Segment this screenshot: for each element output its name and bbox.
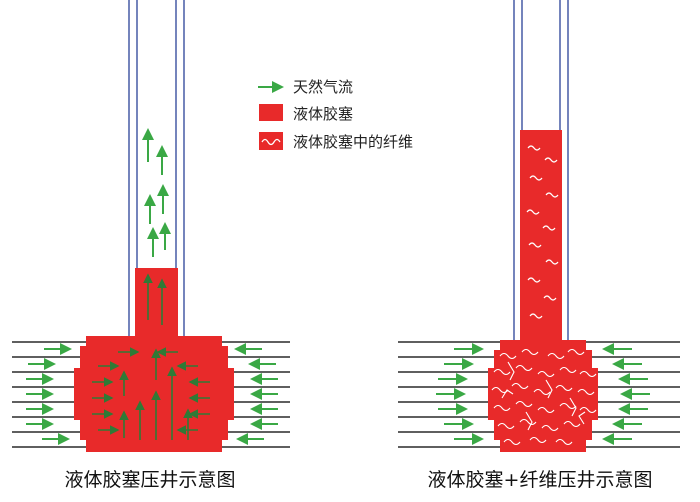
left-gas-arrows-in-plug [92,273,210,440]
right-gas-arrows-inflow-left [436,343,484,445]
legend-fiber-label: 液体胶塞中的纤维 [293,133,413,151]
left-gas-arrows-inflow-right [234,343,278,445]
right-caption: 液体胶塞+纤维压井示意图 [428,469,653,491]
right-well-diagram: 液体胶塞+纤维压井示意图 [398,0,680,491]
right-liquid-plug [488,130,598,452]
legend-gas-flow-label: 天然气流 [293,78,353,96]
left-caption: 液体胶塞压井示意图 [64,469,235,491]
left-well-diagram: 液体胶塞压井示意图 [12,0,290,491]
left-gas-arrows-inflow-left [26,343,72,445]
legend: 天然气流 液体胶塞 液体胶塞中的纤维 [258,78,413,151]
right-fibers-in-pipe [526,145,559,319]
legend-fiber-squiggle-icon [261,138,281,146]
legend-liquid-plug-swatch [259,104,283,121]
left-gas-arrows-up-pipe [142,128,171,257]
left-liquid-plug [74,268,234,452]
legend-fiber-swatch [259,132,283,150]
right-gas-arrows-inflow-right [602,343,650,445]
legend-liquid-plug-label: 液体胶塞 [293,105,353,123]
right-fibers-dense [491,348,597,446]
